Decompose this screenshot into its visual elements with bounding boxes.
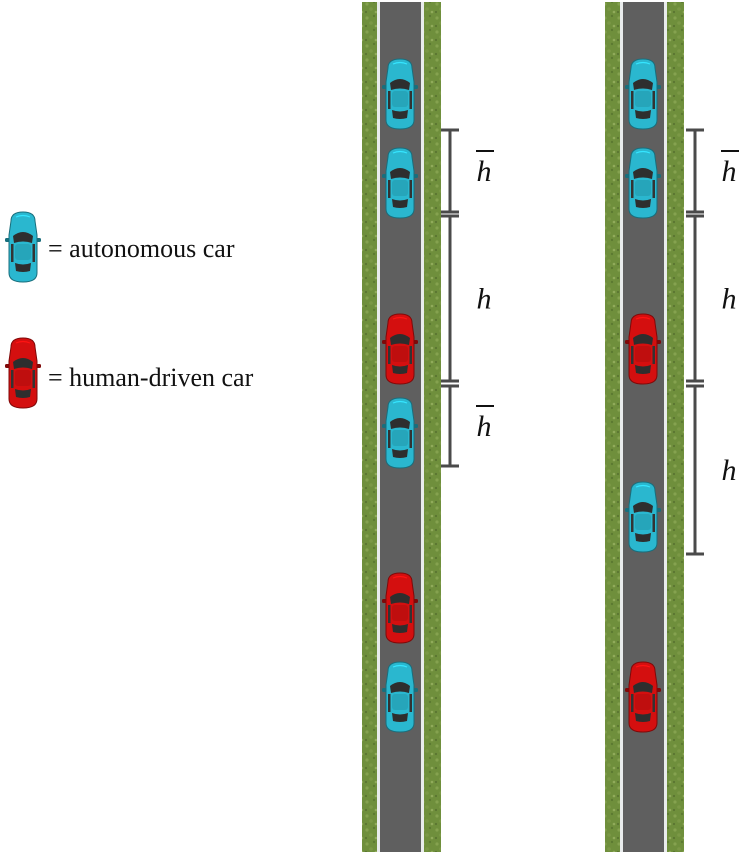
human-driven-car-icon bbox=[625, 313, 661, 385]
autonomous-car-icon bbox=[382, 661, 418, 733]
human-driven-car-icon bbox=[382, 572, 418, 644]
headway-label-h: h bbox=[722, 454, 737, 487]
headway-bracket-hbar: h bbox=[441, 384, 494, 468]
autonomous-car-icon bbox=[5, 211, 41, 283]
headway-label-h: h bbox=[477, 283, 492, 316]
autonomous-car-icon bbox=[625, 481, 661, 553]
legend-autonomous: = autonomous car bbox=[5, 211, 235, 283]
headway-brackets-left: h h h bbox=[441, 128, 494, 468]
human-driven-car-icon bbox=[5, 337, 41, 409]
human-driven-car-icon bbox=[5, 337, 41, 409]
human-driven-car-icon bbox=[382, 313, 418, 385]
headway-label-hbar: h bbox=[722, 155, 737, 188]
headway-label-hbar: h bbox=[477, 155, 492, 188]
legend-human: = human-driven car bbox=[5, 337, 254, 409]
road-right bbox=[605, 2, 684, 852]
legend: = autonomous car = human-driven car bbox=[5, 211, 254, 409]
autonomous-car-icon bbox=[5, 211, 41, 283]
headway-bracket-h: h bbox=[686, 384, 737, 556]
autonomous-car-icon bbox=[382, 58, 418, 130]
legend-human-label: = human-driven car bbox=[48, 363, 254, 392]
headway-bracket-hbar: h bbox=[441, 128, 494, 214]
lane-line-right bbox=[664, 2, 667, 852]
cars-road-right bbox=[625, 58, 661, 733]
headway-bracket-h: h bbox=[441, 214, 492, 383]
legend-autonomous-label: = autonomous car bbox=[48, 234, 235, 263]
road-left bbox=[362, 2, 441, 852]
headway-bracket-h: h bbox=[686, 214, 737, 383]
lane-line-left bbox=[377, 2, 380, 852]
autonomous-car-icon bbox=[625, 147, 661, 219]
human-driven-car-icon bbox=[625, 661, 661, 733]
lane-line-right bbox=[421, 2, 424, 852]
headway-bracket-hbar: h bbox=[686, 128, 739, 214]
lane-line-left bbox=[620, 2, 623, 852]
cars-road-left bbox=[382, 58, 418, 733]
headway-brackets-right: h h h bbox=[686, 128, 739, 556]
headway-label-hbar: h bbox=[477, 410, 492, 443]
autonomous-car-icon bbox=[382, 147, 418, 219]
headway-label-h: h bbox=[722, 283, 737, 316]
autonomous-car-icon bbox=[625, 58, 661, 130]
autonomous-car-icon bbox=[382, 397, 418, 469]
